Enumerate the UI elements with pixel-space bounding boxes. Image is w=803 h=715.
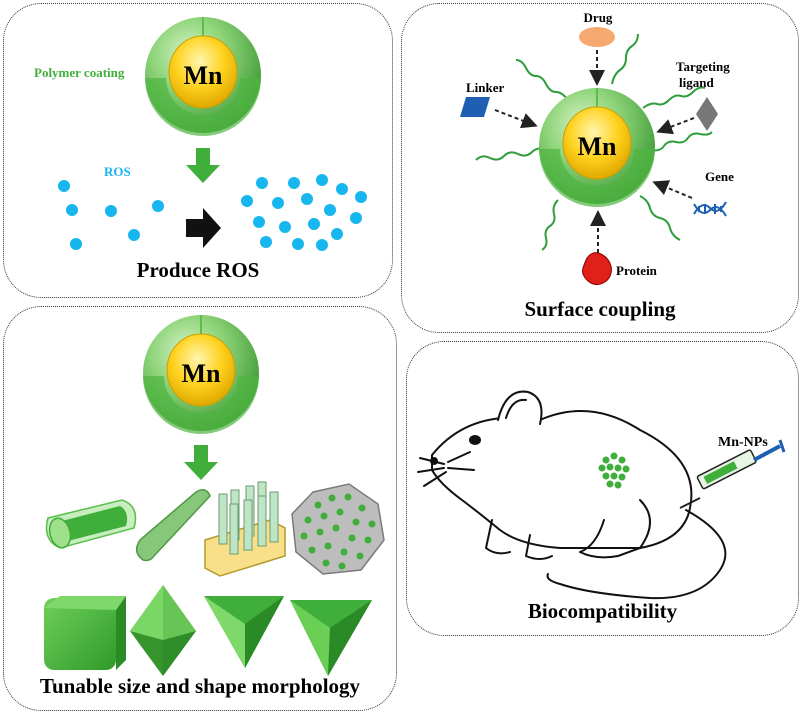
ros-core-label: Mn	[184, 61, 224, 90]
drug-label: Drug	[584, 10, 613, 25]
linker-arrow	[494, 109, 538, 129]
panel-surface-coupling	[401, 3, 799, 333]
protein-icon	[582, 252, 612, 286]
porous-polyhedron-shape	[291, 483, 385, 575]
surface-core-label: Mn	[578, 132, 618, 161]
panel-biocompatibility	[406, 341, 799, 636]
biocompatibility-caption: Biocompatibility	[527, 599, 678, 623]
ros-dots-after	[241, 174, 367, 251]
gene-arrow	[652, 180, 693, 199]
nanowire-array-shape	[204, 481, 286, 577]
linker-icon	[460, 97, 490, 117]
targeting-label: Targeting	[676, 59, 730, 74]
targeting-ligand-icon	[696, 97, 718, 131]
cube-shape	[44, 596, 126, 670]
targeting-arrow	[656, 117, 695, 135]
polymer-coating-label: Polymer coating	[34, 65, 125, 80]
gene-label: Gene	[705, 169, 734, 184]
surface-coupling-caption: Surface coupling	[524, 297, 676, 321]
down-arrow-icon-2	[184, 445, 218, 480]
dna-icon	[693, 201, 727, 217]
nanoparticle-shape	[143, 315, 259, 434]
panel-produce-ros	[3, 3, 393, 298]
protein-label: Protein	[616, 263, 658, 278]
drug-icon	[579, 27, 615, 47]
nanoparticle-ros	[145, 17, 261, 136]
ros-dots-before	[58, 180, 164, 250]
nanoparticle-cluster	[598, 452, 630, 489]
mouse-drawing	[417, 390, 727, 600]
produce-ros-caption: Produce ROS	[136, 258, 260, 282]
ligand-label: ligand	[679, 75, 714, 90]
syringe-icon	[679, 439, 786, 509]
octahedron-shape	[130, 585, 196, 676]
right-arrow-icon	[186, 208, 221, 248]
panel-shape-morphology	[3, 306, 397, 711]
down-arrow-icon	[186, 148, 220, 183]
tetrahedron-shape-1	[204, 596, 284, 668]
tetrahedron-shape-2	[290, 600, 372, 676]
shape-core-label: Mn	[182, 359, 222, 388]
nanotube-shape	[45, 499, 137, 549]
linker-label: Linker	[466, 80, 505, 95]
ros-label: ROS	[104, 164, 131, 179]
mn-nps-label: Mn-NPs	[718, 435, 768, 450]
shape-morphology-caption: Tunable size and shape morphology	[39, 674, 361, 698]
nanorod-shape	[135, 489, 211, 562]
nanoparticle-surface	[475, 33, 713, 251]
